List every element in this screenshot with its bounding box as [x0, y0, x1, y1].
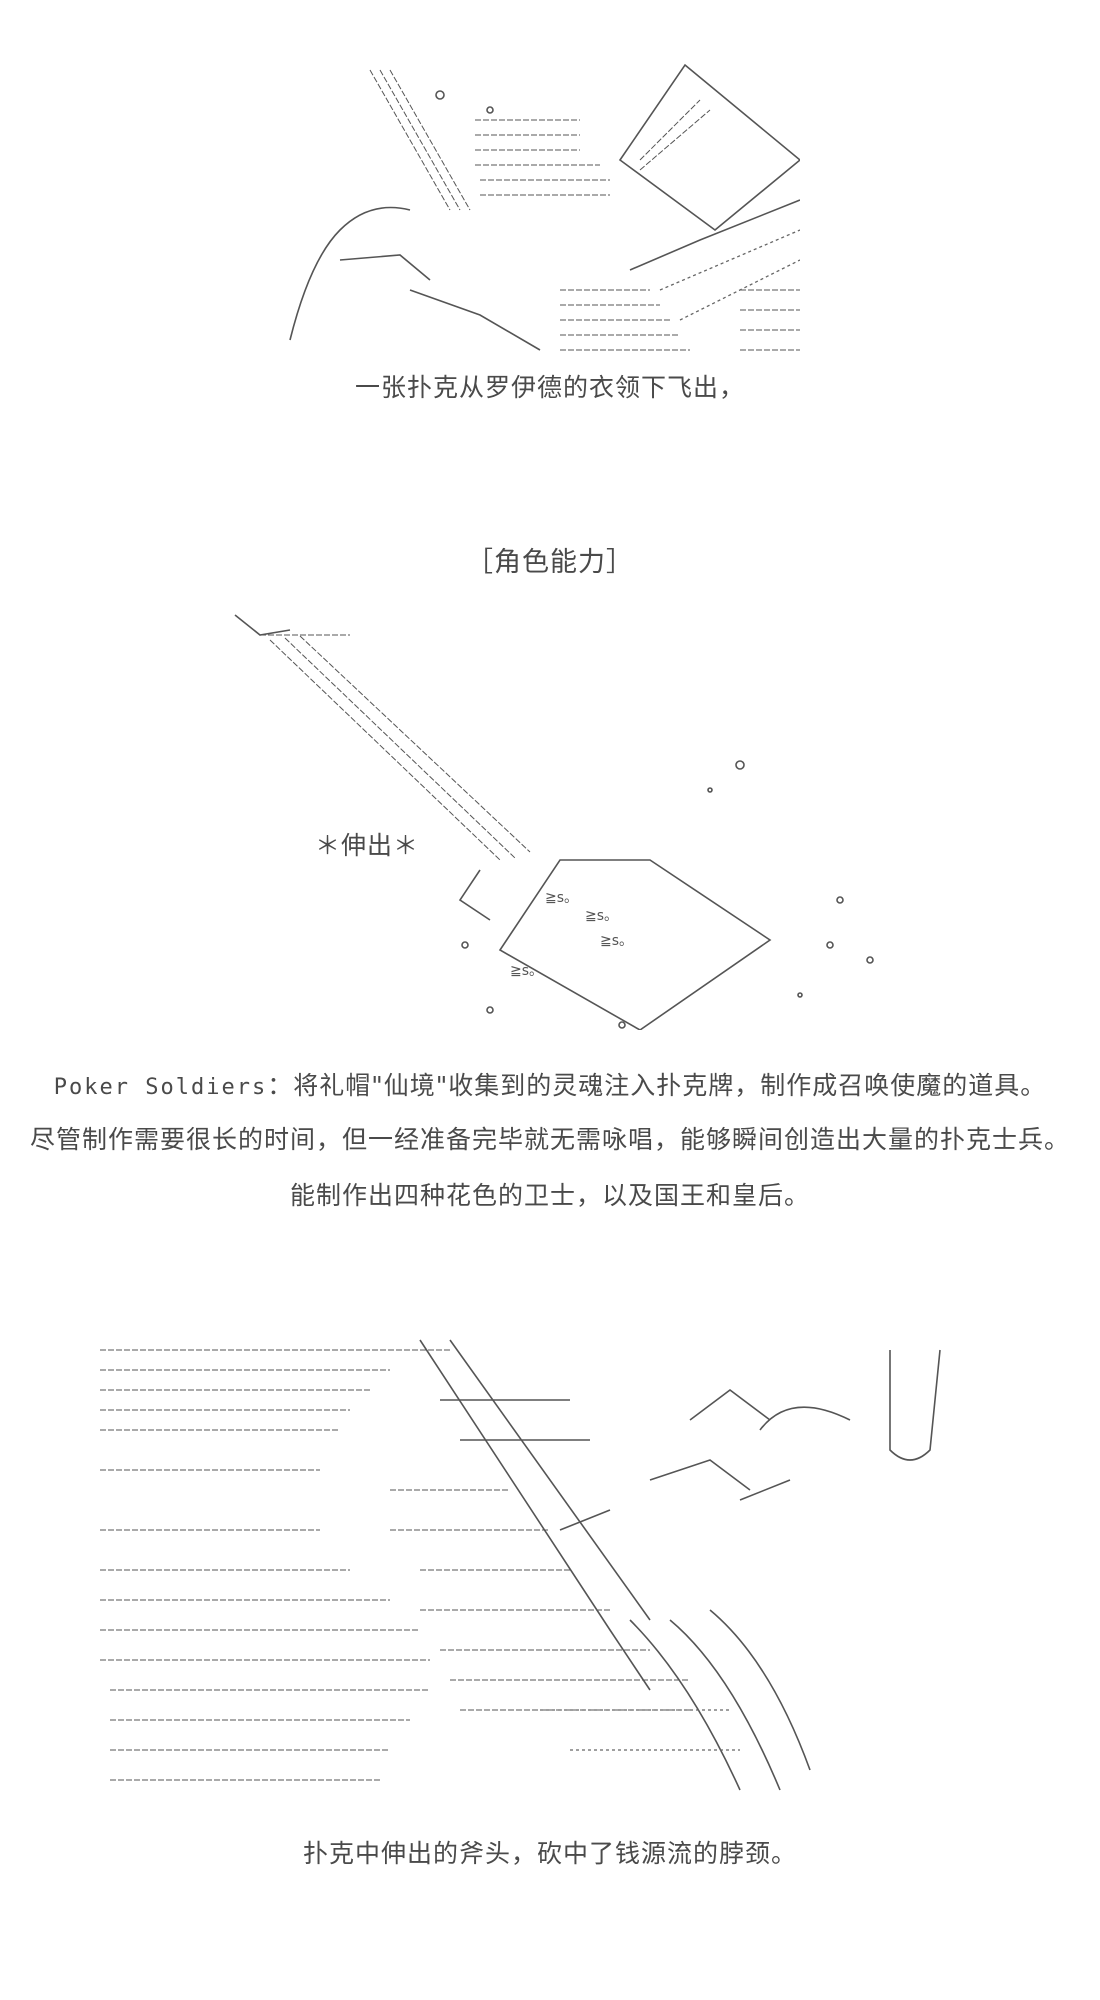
- ability-desc-1-text: ：将礼帽"仙境"收集到的灵魂注入扑克牌，制作成召唤使魔的道具。: [267, 1071, 1047, 1100]
- ability-description-3: 能制作出四种花色的卫士，以及国王和皇后。: [289, 1181, 810, 1210]
- svg-text:≧s。: ≧s。: [600, 933, 633, 949]
- caption-axe-strike: 扑克中伸出的斧头，砍中了钱源流的脖颈。: [302, 1839, 797, 1868]
- svg-text:≧s。: ≧s。: [545, 890, 578, 906]
- ability-name: Poker Soldiers: [53, 1075, 268, 1100]
- ascii-art-extend: ≧s。 ≧s。 ≧s。 ≧s。: [230, 590, 890, 1030]
- ability-description-1: Poker Soldiers：将礼帽"仙境"收集到的灵魂注入扑克牌，制作成召唤使…: [0, 1066, 1100, 1102]
- caption-card-flies: 一张扑克从罗伊德的衣领下飞出，: [354, 373, 745, 402]
- ability-description-2: 尽管制作需要很长的时间，但一经准备完毕就无需咏唱，能够瞬间创造出大量的扑克士兵。: [29, 1125, 1070, 1154]
- ascii-art-axe-strike: [90, 1330, 1010, 1810]
- ability-tag: ＊伸出＊: [315, 831, 420, 860]
- ascii-art-card-from-collar: [280, 60, 800, 360]
- section-title: ［角色能力］: [466, 547, 634, 578]
- svg-text:≧s。: ≧s。: [585, 908, 618, 924]
- svg-text:≧s。: ≧s。: [510, 963, 543, 979]
